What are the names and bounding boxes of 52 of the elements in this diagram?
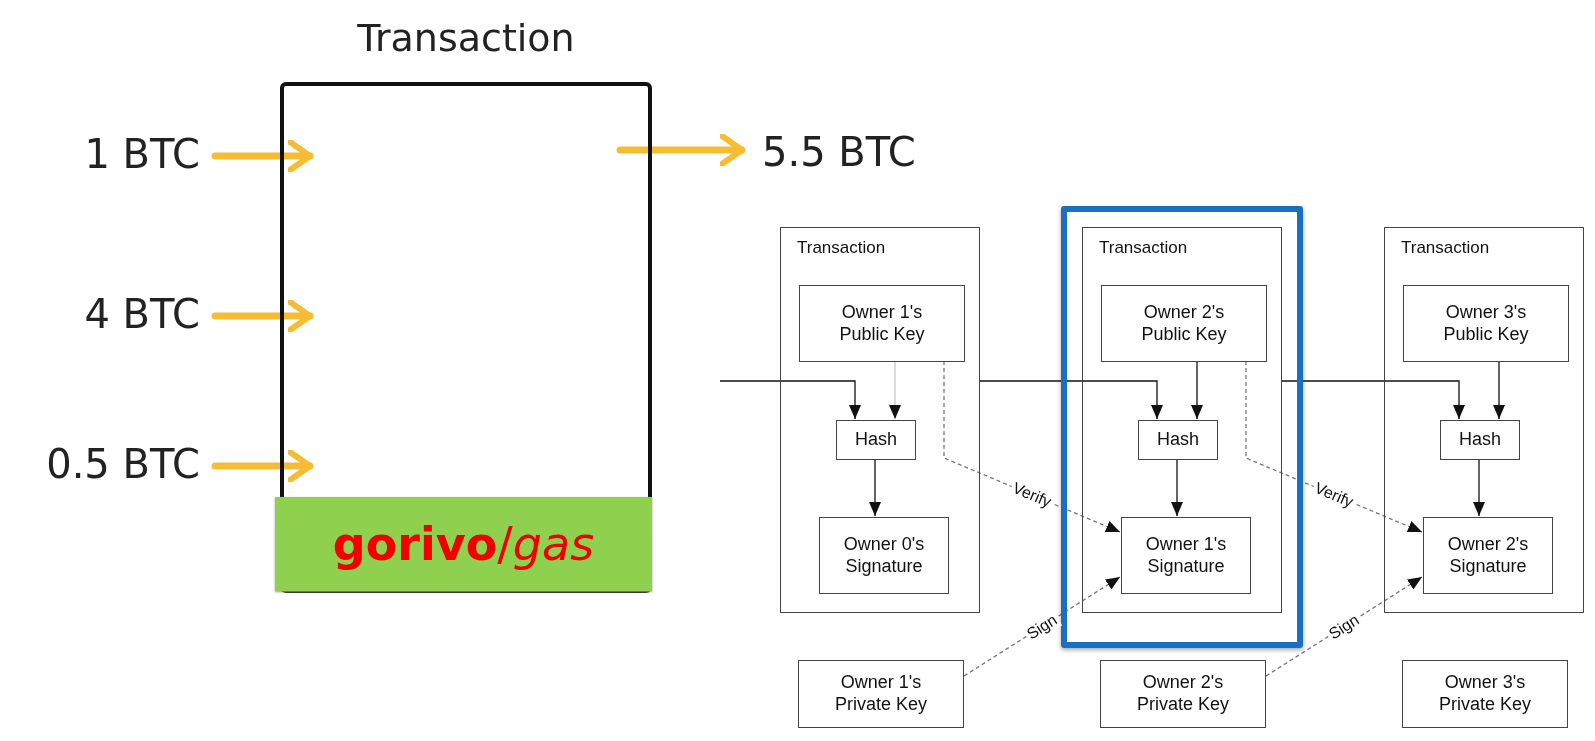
hash-box xyxy=(836,420,916,460)
arrow xyxy=(211,449,314,483)
arrow xyxy=(1245,360,1423,533)
arrow xyxy=(1171,458,1183,517)
amount-label: 0.5 BTC xyxy=(10,440,200,488)
public-key-box xyxy=(1101,285,1267,362)
transaction-box xyxy=(780,227,980,613)
arrow xyxy=(869,458,881,517)
transaction-heading: Transaction xyxy=(797,238,886,258)
box-label: Owner 3's Public Key xyxy=(1442,301,1530,346)
box-label: Hash xyxy=(1157,429,1199,451)
fee-text: gorivo/gas xyxy=(332,517,595,571)
signature-box xyxy=(1423,517,1553,594)
box-label: Hash xyxy=(855,429,897,451)
signature-box xyxy=(1121,517,1251,594)
box-label: Owner 0's Signature xyxy=(842,533,926,578)
arrow xyxy=(211,299,314,333)
box-label: Owner 2's Public Key xyxy=(1140,301,1228,346)
fee-band xyxy=(275,497,652,591)
box-label: Owner 3's Private Key xyxy=(1437,672,1532,716)
transaction-heading: Transaction xyxy=(356,16,576,60)
arrow xyxy=(211,139,314,173)
box-label: Owner 2's Signature xyxy=(1446,533,1530,578)
transaction-heading: Transaction xyxy=(1401,238,1490,258)
arrow xyxy=(1191,360,1203,420)
amount-label: 5.5 BTC xyxy=(762,128,952,176)
amount-label: 4 BTC xyxy=(50,290,200,338)
private-key-box xyxy=(1100,660,1266,728)
box-label: Owner 1's Private Key xyxy=(833,672,928,716)
private-key-box xyxy=(1402,660,1568,728)
arrow xyxy=(1473,458,1485,517)
box-label: Owner 2's Private Key xyxy=(1135,672,1230,716)
transaction-box xyxy=(1082,227,1282,613)
box-label: Hash xyxy=(1459,429,1501,451)
amount-label: 1 BTC xyxy=(50,130,200,178)
private-key-box xyxy=(798,660,964,728)
hash-box xyxy=(1440,420,1520,460)
transaction-heading: Transaction xyxy=(1099,238,1188,258)
signature-box xyxy=(819,517,949,594)
arrow xyxy=(943,360,1121,533)
hash-box xyxy=(1138,420,1218,460)
arrow xyxy=(1281,380,1465,420)
public-key-box xyxy=(1403,285,1569,362)
public-key-box xyxy=(799,285,965,362)
arrow xyxy=(719,380,861,420)
transaction-box xyxy=(1384,227,1584,613)
arrow xyxy=(1493,360,1505,420)
box-label: Owner 1's Signature xyxy=(1144,533,1228,578)
box-label: Owner 1's Public Key xyxy=(838,301,926,346)
arrow xyxy=(616,133,746,167)
arrow xyxy=(889,360,901,420)
arrow xyxy=(979,380,1163,420)
